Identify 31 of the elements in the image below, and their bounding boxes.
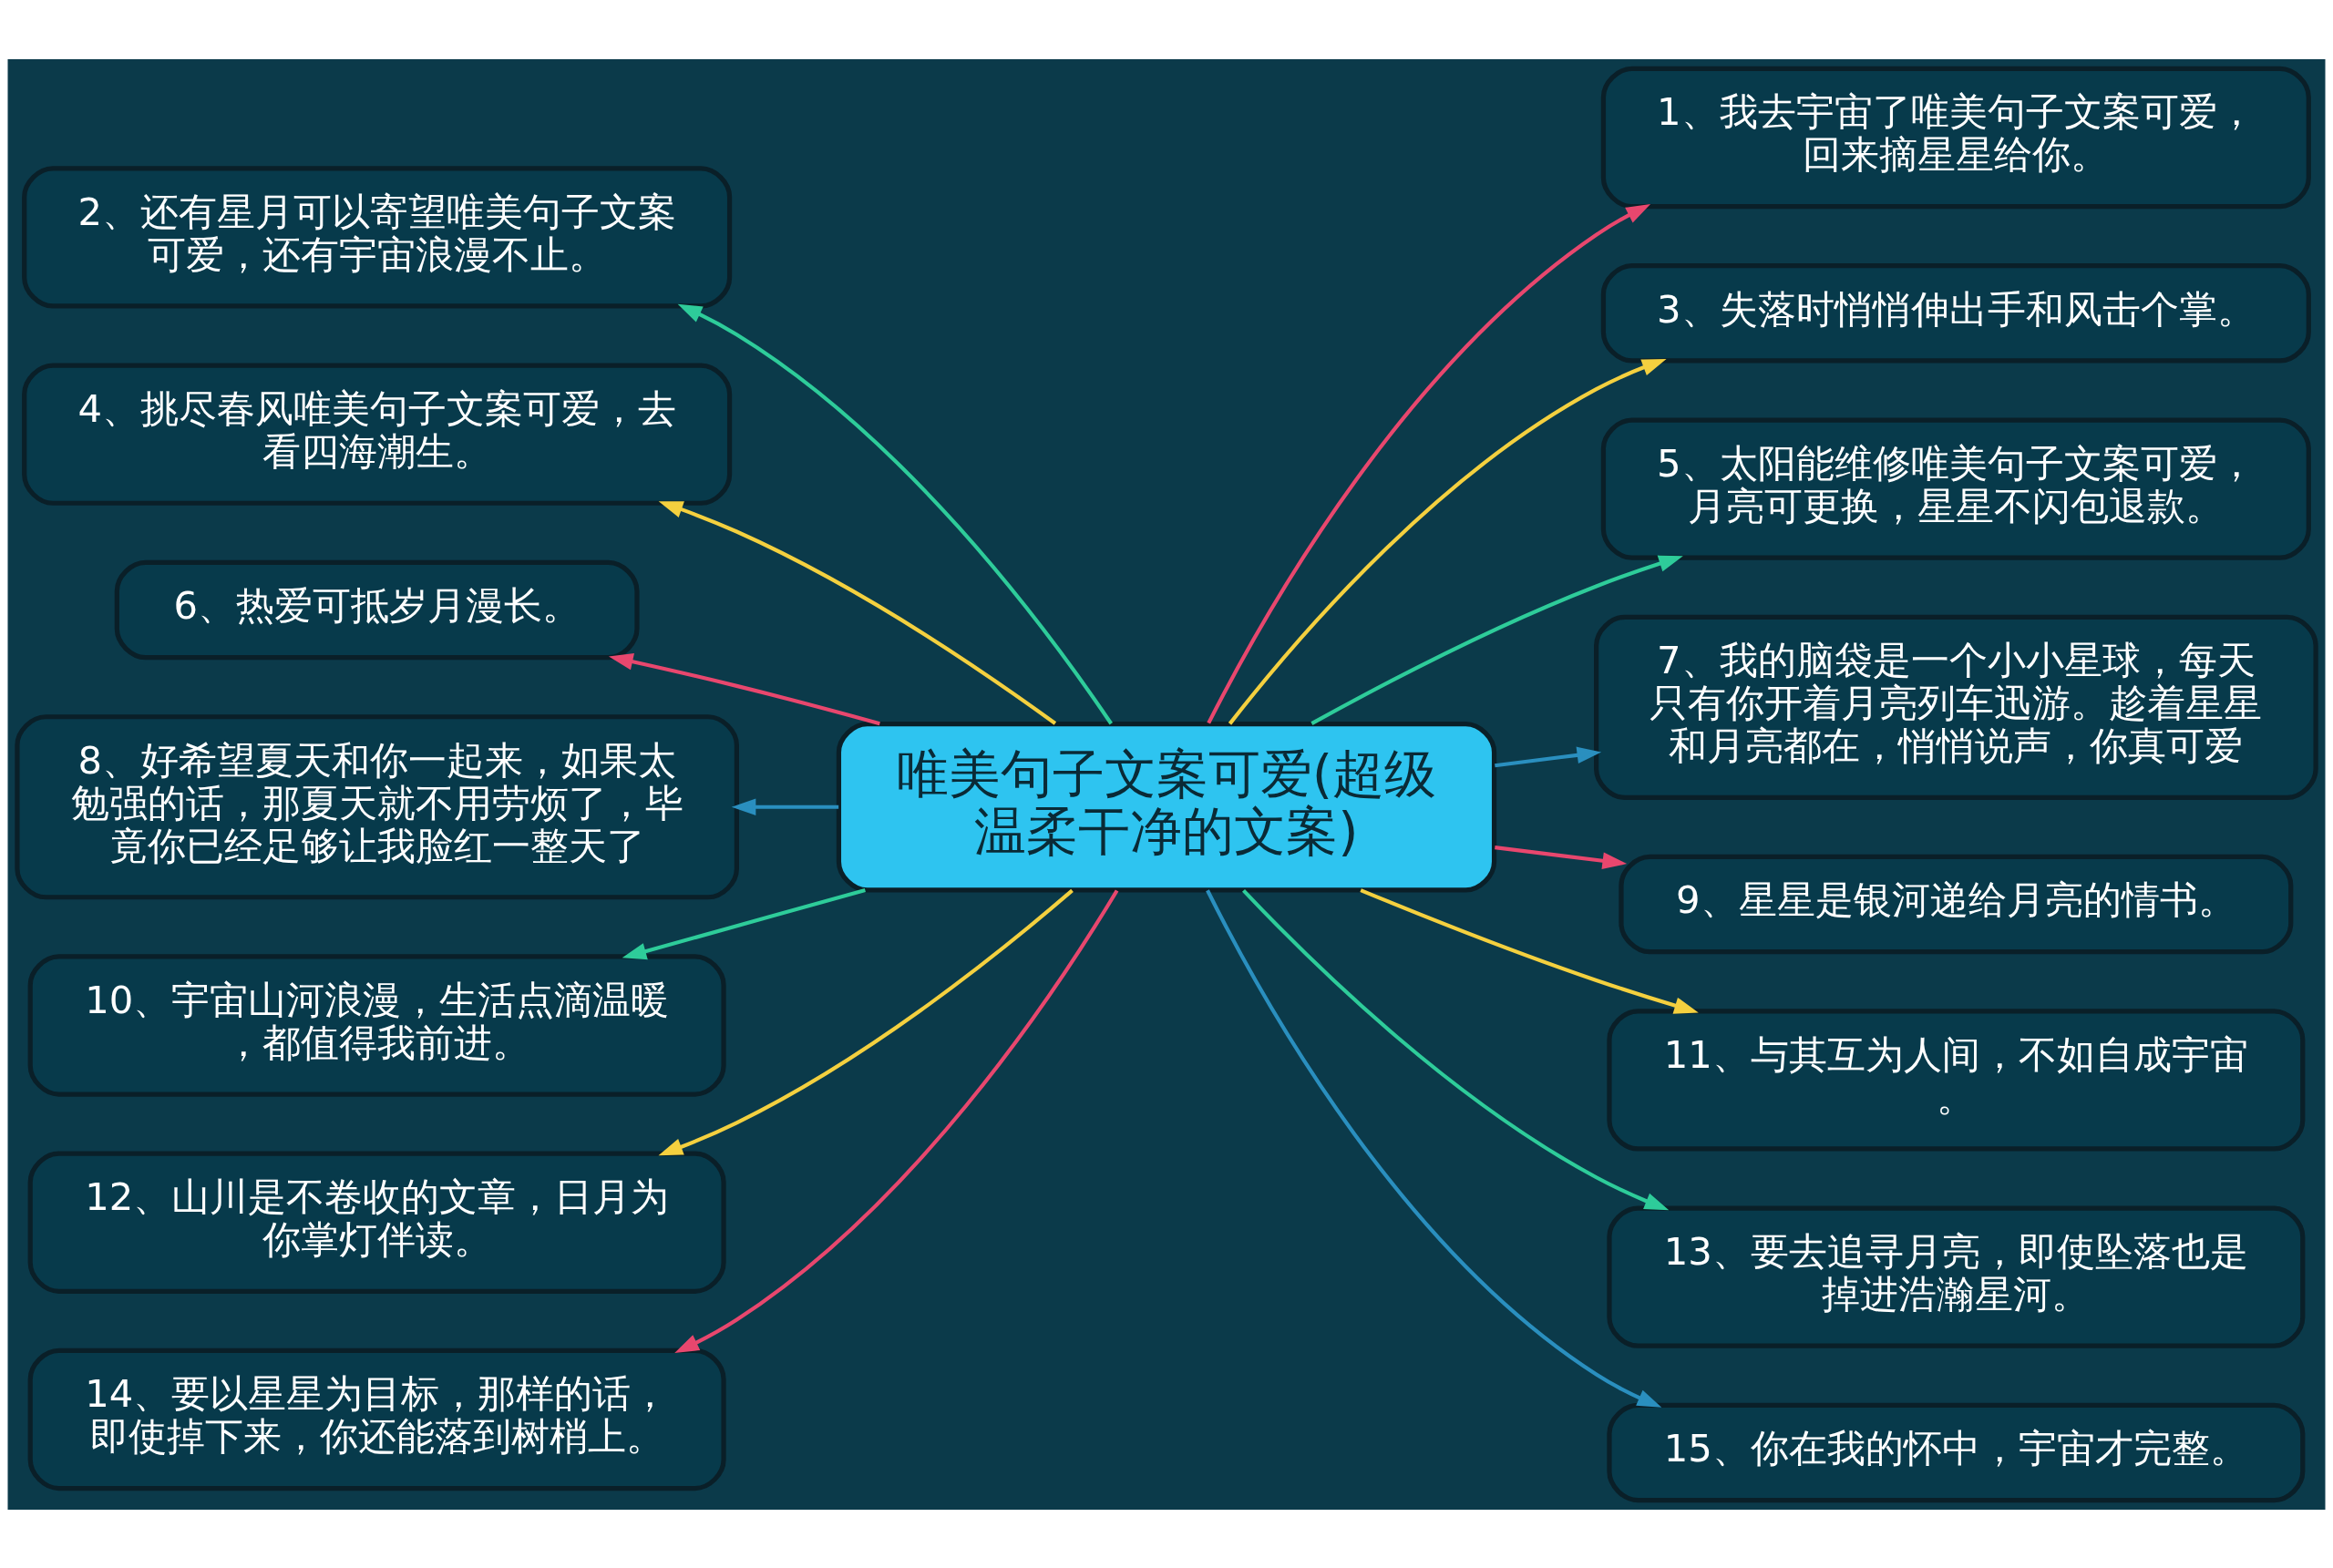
node-box: 5、太阳能维修唯美句子文案可爱，月亮可更换，星星不闪包退款。 (1600, 416, 2311, 560)
node-box: 11、与其互为人间，不如自成宇宙。 (1607, 1008, 2306, 1152)
node-box: 10、宇宙山河浪漫，生活点滴温暖，都值得我前进。 (27, 953, 726, 1097)
node-box: 9、星星是银河递给月亮的情书。 (1619, 854, 2294, 954)
node-box: 8、好希望夏天和你一起来，如果太勉强的话，那夏天就不用劳烦了，毕竟你已经足够让我脸红一整天了 (15, 713, 739, 899)
arrow (1495, 845, 1628, 869)
arrow (622, 887, 866, 959)
arrow (731, 797, 839, 815)
node-box: 15、你在我的怀中，宇宙才完整。 (1607, 1402, 2306, 1502)
arrow (1242, 888, 1670, 1210)
arrow (1228, 358, 1667, 725)
arrow (674, 888, 1119, 1353)
node-box: 12、山川是不卷收的文章，日月为你掌灯伴读。 (27, 1151, 726, 1294)
node-box: 6、热爱可抵岁月漫长。 (114, 559, 640, 660)
node-box: 2、还有星月可以寄望唯美句子文案可爱，还有宇宙浪漫不止。 (22, 165, 733, 309)
arrow (608, 652, 880, 725)
arrow (1495, 746, 1602, 767)
arrow (658, 500, 1057, 725)
node-box: 3、失落时悄悄伸出手和风击个掌。 (1600, 262, 2311, 363)
arrow (1360, 887, 1699, 1014)
arrow (658, 888, 1074, 1155)
node-box: 1、我去宇宙了唯美句子文案可爱，回来摘星星给你。 (1600, 66, 2311, 209)
arrow (1310, 555, 1683, 725)
arrow (677, 303, 1113, 724)
node-box: 4、挑尽春风唯美句子文案可爱，去看四海潮生。 (22, 363, 733, 506)
arrow (1206, 888, 1662, 1408)
arrow (1207, 203, 1651, 724)
node-box: 7、我的脑袋是一个小小星球，每天只有你开着月亮列车迅游。趁着星星和月亮都在，悄悄说声，你真可爱 (1594, 614, 2318, 800)
node-box: 14、要以星星为目标，那样的话，即使掉下来，你还能落到树梢上。 (27, 1348, 726, 1491)
node-box: 唯美句子文案可爱(超级温柔干净的文案) (836, 721, 1497, 893)
node-box: 13、要去追寻月亮，即使坠落也是掉进浩瀚星河。 (1607, 1205, 2306, 1348)
